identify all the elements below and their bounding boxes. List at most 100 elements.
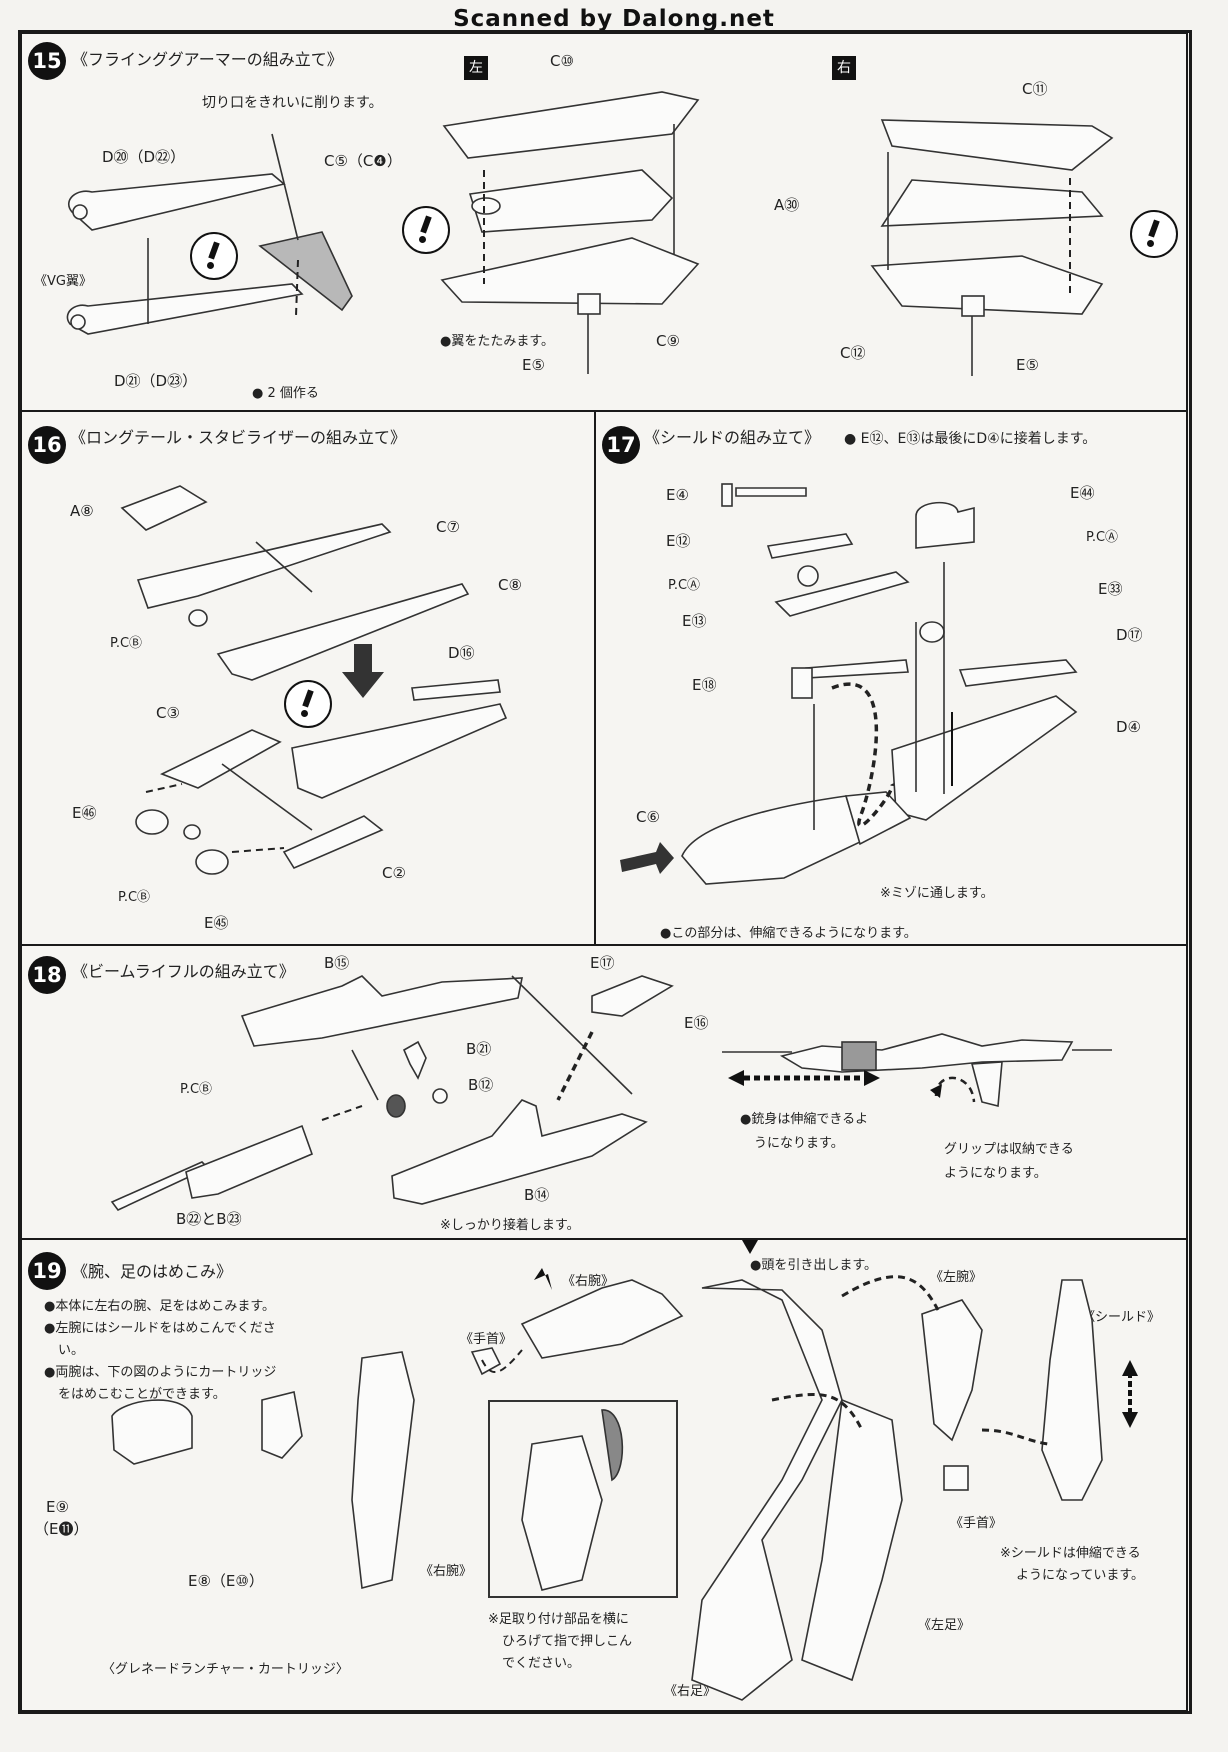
caution-icon — [284, 680, 332, 728]
label-e4: E④ — [666, 486, 689, 504]
step18-number: 18 — [28, 956, 66, 994]
make-two-note: ● 2 個作る — [252, 386, 319, 401]
cartridge-label: 〈グレネードランチャー・カートリッジ〉 — [102, 1662, 349, 1677]
head-note: ●頭を引き出します。 — [750, 1258, 878, 1273]
label-pca-1: P.CⒶ — [1086, 530, 1119, 545]
step17-title: 《シールドの組み立て》 — [644, 428, 821, 447]
leg-note-2: ひろげて指で押しこん — [502, 1634, 633, 1649]
label-d20: D⑳（D㉒） — [102, 148, 186, 166]
leg-note-1: ※足取り付け部品を横に — [488, 1612, 629, 1627]
label-pca-2: P.CⒶ — [668, 578, 701, 593]
vg-wing-drawing — [66, 133, 353, 335]
label-e44: E㊹ — [1070, 484, 1095, 502]
leg-detail-box — [488, 1400, 678, 1598]
step16-title: 《ロングテール・スタビライザーの組み立て》 — [70, 428, 407, 447]
label-pcb-18: P.CⒷ — [180, 1082, 213, 1097]
label-left-arm: 《左腕》 — [930, 1270, 983, 1285]
barrel-note-1: ●銃身は伸縮できるよ — [740, 1112, 869, 1127]
label-c9: C⑨ — [656, 332, 680, 350]
step17-subtitle: ● E⑫、E⑬は最後にD④に接着します。 — [844, 431, 1097, 447]
note-line: ●本体に左右の腕、足をはめこみます。 — [44, 1299, 276, 1314]
label-hand-left: 《手首》 — [460, 1332, 513, 1347]
label-c8: C⑧ — [498, 576, 522, 594]
note-line: い。 — [58, 1343, 85, 1358]
label-vg: 《VG翼》 — [34, 274, 92, 289]
right-wing-drawing — [870, 119, 1114, 376]
step18-title: 《ビームライフルの組み立て》 — [72, 962, 295, 981]
beam-rifle-drawing — [110, 975, 1112, 1211]
label-forearm: 《右腕》 — [420, 1564, 473, 1579]
caution-icon — [402, 206, 450, 254]
shield-note-1: ※シールドは伸縮できる — [1000, 1546, 1141, 1561]
shield-note-2: ようになっています。 — [1016, 1568, 1145, 1583]
label-e9: E⑨ — [46, 1498, 69, 1516]
label-c6: C⑥ — [636, 808, 660, 826]
label-hand-right: 《手首》 — [950, 1516, 1003, 1531]
watermark: Scanned by Dalong.net — [453, 6, 775, 32]
label-b21: B㉑ — [466, 1040, 492, 1058]
label-a8: A⑧ — [70, 502, 94, 520]
label-e8: E⑧（E⑩） — [188, 1572, 264, 1590]
step19-panel: 19 《腕、足のはめこみ》 ●本体に左右の腕、足をはめこみます。 ●左腕にはシー… — [20, 1238, 1188, 1712]
label-c3: C③ — [156, 704, 180, 722]
label-e45: E㊺ — [204, 914, 229, 932]
tail-stabilizer-drawing — [120, 485, 508, 875]
step15-panel: 15 《フラインググアーマーの組み立て》 左 右 切り口をきれいに削ります。 D… — [20, 32, 1188, 414]
label-left-leg: 《左足》 — [918, 1618, 971, 1633]
extend-note: ●この部分は、伸縮できるようになります。 — [660, 926, 917, 941]
left-wing-drawing — [440, 91, 700, 374]
label-e16: E⑯ — [684, 1014, 709, 1032]
label-c2: C② — [382, 864, 406, 882]
label-e5-right: E⑤ — [1016, 356, 1039, 374]
page-frame — [18, 30, 1192, 1714]
caution-icon — [190, 232, 238, 280]
step19-title: 《腕、足のはめこみ》 — [72, 1262, 233, 1281]
label-c12: C⑫ — [840, 344, 866, 362]
label-c5: C⑤（C❹） — [324, 152, 402, 170]
step15-title: 《フラインググアーマーの組み立て》 — [72, 50, 343, 69]
label-e12: E⑫ — [666, 532, 691, 550]
label-right-arm: 《右腕》 — [562, 1274, 615, 1289]
label-e13: E⑬ — [682, 612, 707, 630]
label-e5-left: E⑤ — [522, 356, 545, 374]
step15-number: 15 — [28, 42, 66, 80]
label-c11: C⑪ — [1022, 80, 1048, 98]
label-right-leg: 《右足》 — [664, 1684, 717, 1699]
label-a30: A㉚ — [774, 196, 800, 214]
step19-number: 19 — [28, 1252, 66, 1290]
label-b15: B⑮ — [324, 954, 350, 972]
leg-note-3: でください。 — [502, 1656, 581, 1671]
left-tag: 左 — [464, 56, 488, 80]
label-pcb-1: P.CⒷ — [110, 636, 143, 651]
step16-number: 16 — [28, 426, 66, 464]
groove-note: ※ミゾに通します。 — [880, 886, 994, 901]
caution-icon — [1130, 210, 1178, 258]
label-e17: E⑰ — [590, 954, 615, 972]
grip-note-1: グリップは収納できる — [944, 1142, 1074, 1157]
label-d16: D⑯ — [448, 644, 475, 662]
label-b12: B⑫ — [468, 1076, 494, 1094]
label-e18: E⑱ — [692, 676, 717, 694]
label-e11: （E⓫） — [34, 1520, 89, 1538]
label-b14: B⑭ — [524, 1186, 550, 1204]
label-e33: E㉝ — [1098, 580, 1123, 598]
step17-panel: 17 《シールドの組み立て》 ● E⑫、E⑬は最後にD④に接着します。 E④ E… — [594, 410, 1188, 948]
right-tag: 右 — [832, 56, 856, 80]
step16-panel: 16 《ロングテール・スタビライザーの組み立て》 A⑧ C⑦ C⑧ P.CⒷ D… — [20, 410, 596, 948]
label-c10: C⑩ — [550, 52, 574, 70]
label-b22: B㉒とB㉓ — [176, 1210, 242, 1228]
fold-note: ●翼をたたみます。 — [440, 334, 555, 349]
cut-note: 切り口をきれいに削ります。 — [202, 95, 383, 111]
note-line: ●両腕は、下の図のようにカートリッジ — [44, 1365, 277, 1380]
label-d4: D④ — [1116, 718, 1141, 736]
note-line: ●左腕にはシールドをはめこんでくださ — [44, 1321, 276, 1336]
step19-notes: ●本体に左右の腕、足をはめこみます。 ●左腕にはシールドをはめこんでくださ い。… — [44, 1296, 276, 1406]
step18-panel: 18 《ビームライフルの組み立て》 B⑮ E⑰ E⑯ B㉑ P.CⒷ B⑫ B㉒… — [20, 944, 1188, 1242]
barrel-note-2: うになります。 — [754, 1136, 844, 1151]
body-assembly-drawing — [111, 1240, 1138, 1701]
label-c7: C⑦ — [436, 518, 460, 536]
label-e46: E㊻ — [72, 804, 97, 822]
label-d17: D⑰ — [1116, 626, 1143, 644]
shield-drawing — [620, 483, 1078, 885]
note-line: をはめこむことができます。 — [58, 1387, 226, 1402]
